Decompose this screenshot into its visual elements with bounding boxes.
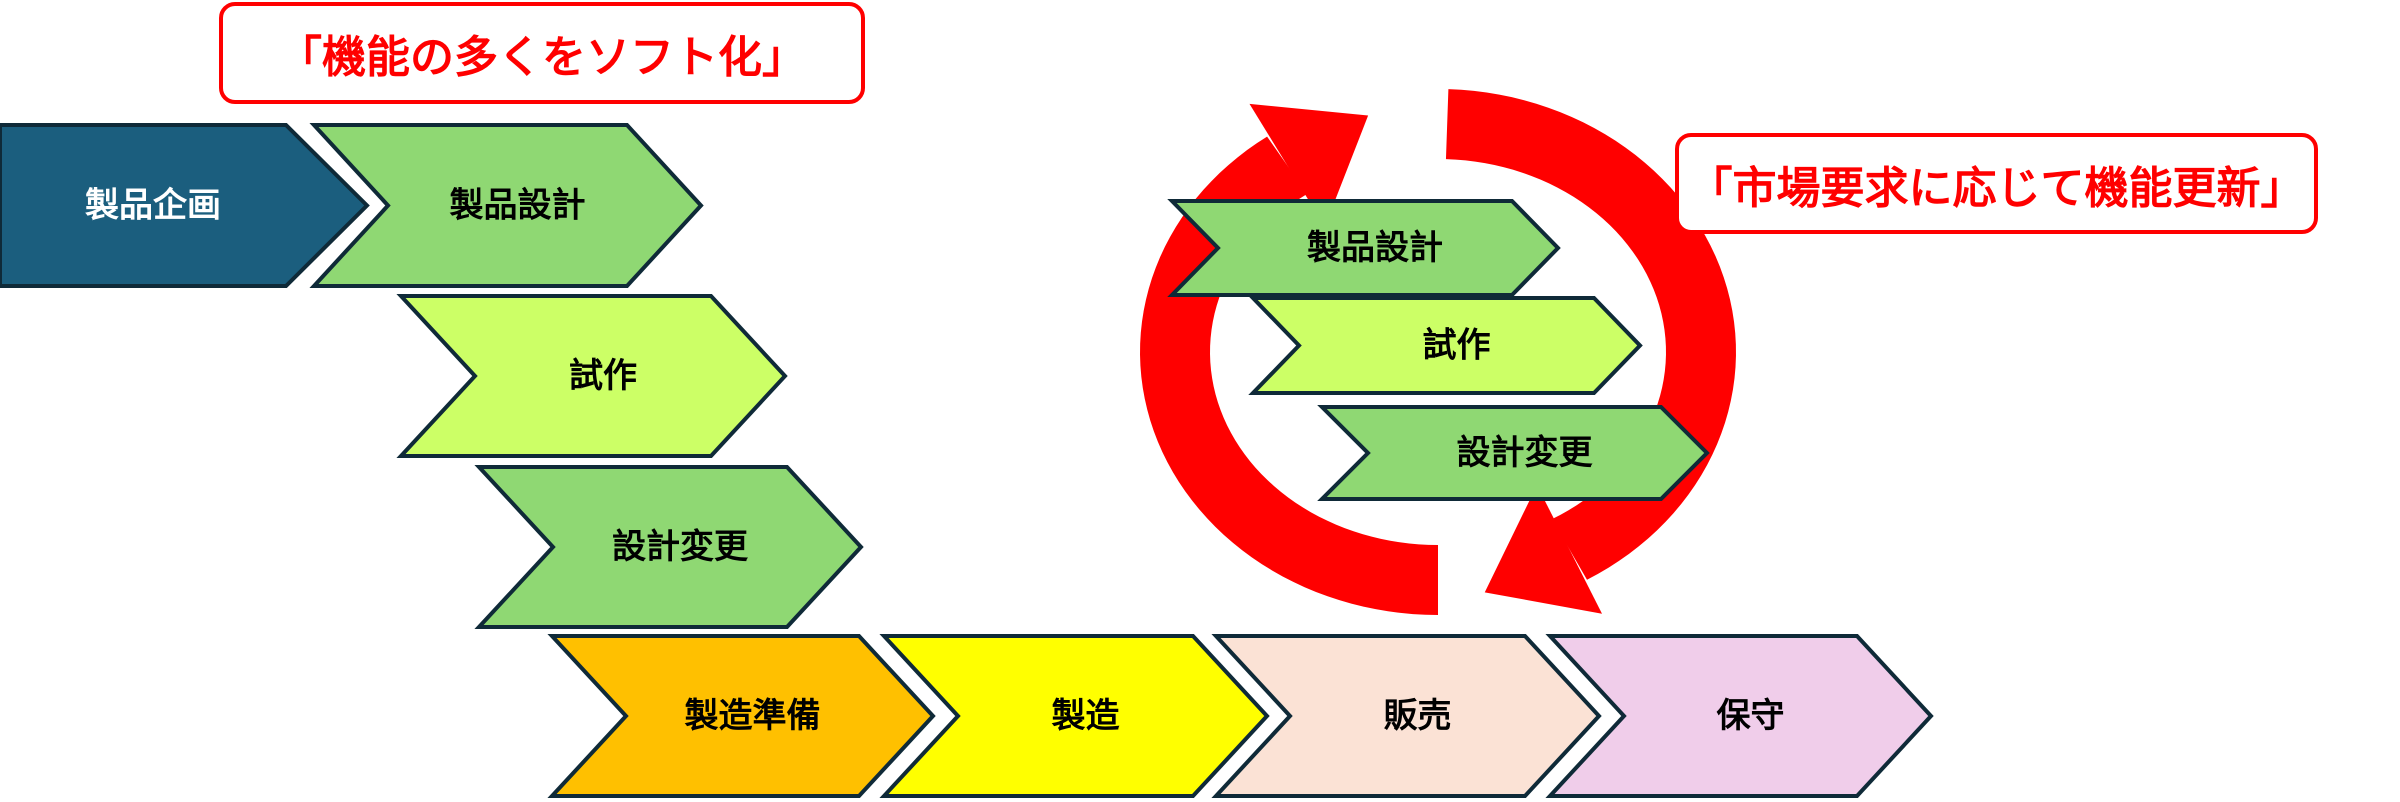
cycle_flow-step: 製品設計 xyxy=(1167,199,1561,297)
chevron-shape xyxy=(879,634,1270,798)
process-chevrons: 製品企画製品設計試作設計変更製造準備製造販売保守製品設計試作設計変更 xyxy=(0,123,1934,798)
cycle-arrow-right-head-icon xyxy=(1484,485,1603,614)
chevron-shape xyxy=(1317,405,1710,501)
chevron-shape xyxy=(1211,634,1602,798)
step-label: 製品設計 xyxy=(1307,228,1443,268)
step-label: 保守 xyxy=(1717,696,1785,736)
chevron-shape xyxy=(396,294,788,458)
chevron-shape xyxy=(1167,199,1561,297)
chevron-shape xyxy=(547,634,936,798)
step-label: 試作 xyxy=(569,356,637,396)
chevron-shape xyxy=(0,123,370,288)
step-label: 製造準備 xyxy=(685,696,821,736)
step-label: 製品企画 xyxy=(85,186,221,226)
step-label: 製品設計 xyxy=(450,186,586,226)
cycle_flow-step: 試作 xyxy=(1248,296,1643,395)
chevron-shape xyxy=(309,123,704,288)
chevron-shape xyxy=(1545,634,1934,798)
main_flow-step: 製造準備 xyxy=(547,634,936,798)
main_flow-step: 製造 xyxy=(879,634,1270,798)
market-callout: 「市場要求に応じて機能更新」 xyxy=(1675,133,2318,234)
main_flow-step: 製品設計 xyxy=(309,123,704,288)
main_flow-step: 製品企画 xyxy=(0,123,370,288)
step-label: 設計変更 xyxy=(1457,433,1594,473)
step-label: 設計変更 xyxy=(612,527,749,567)
main_flow-step: 保守 xyxy=(1545,634,1934,798)
step-label: 販売 xyxy=(1384,696,1452,736)
chevron-shape xyxy=(1248,296,1643,395)
cycle-arrow-left-head-icon xyxy=(1249,103,1369,227)
cycle_flow-step: 設計変更 xyxy=(1317,405,1710,501)
step-label: 試作 xyxy=(1423,326,1491,366)
main_flow-step: 販売 xyxy=(1211,634,1602,798)
software-callout: 「機能の多くをソフト化」 xyxy=(219,2,865,104)
main_flow-step: 試作 xyxy=(396,294,788,458)
main_flow-step: 設計変更 xyxy=(474,465,864,629)
step-label: 製造 xyxy=(1052,696,1120,736)
chevron-shape xyxy=(474,465,864,629)
